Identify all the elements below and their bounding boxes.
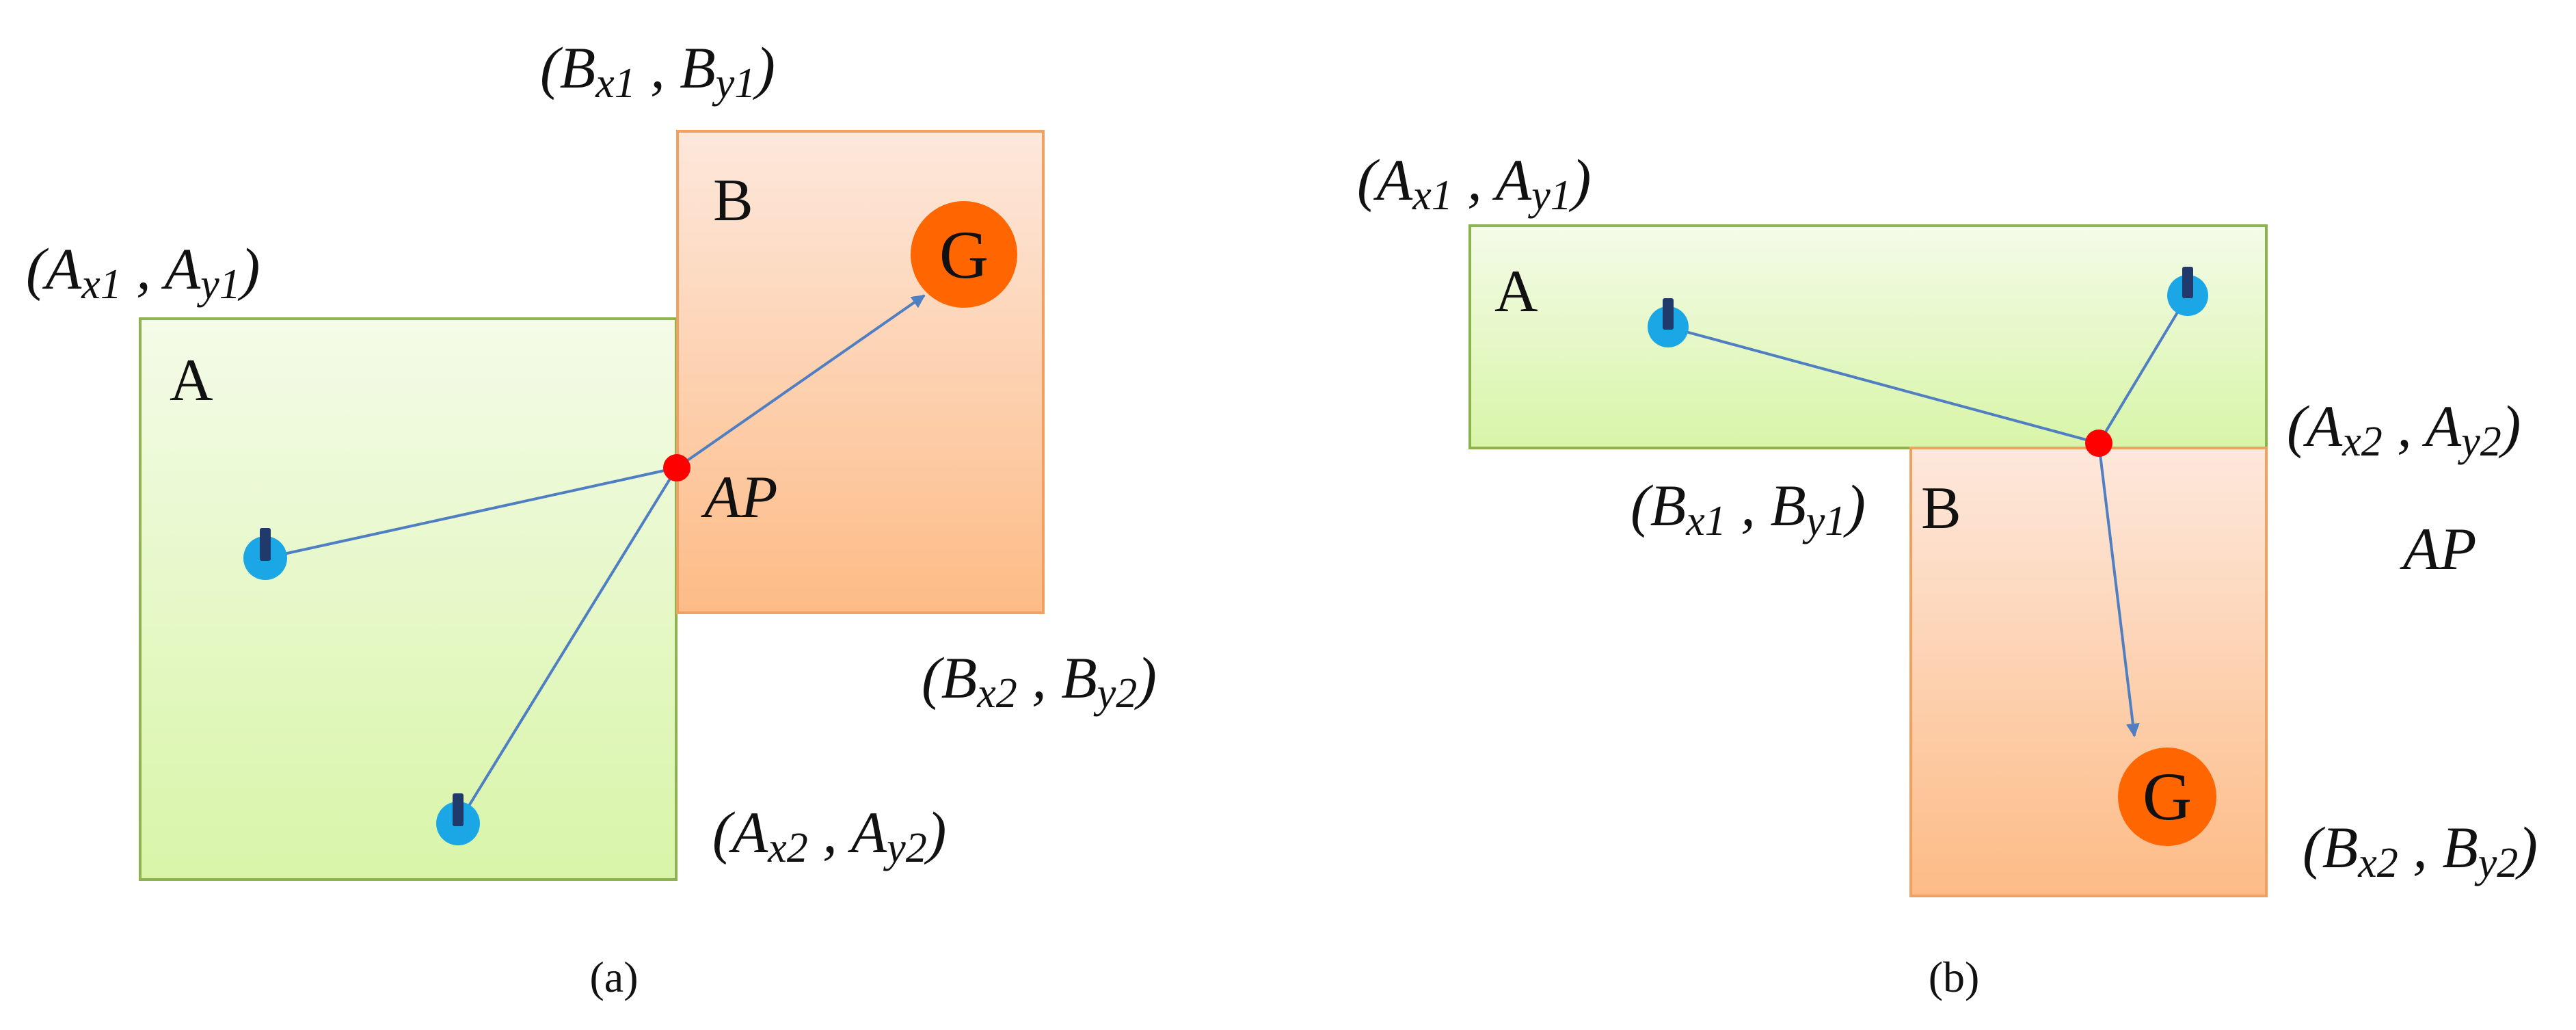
access-point-icon	[663, 454, 690, 481]
panel-caption: (a)	[589, 953, 638, 1001]
path-arrow	[2097, 443, 2140, 737]
robot-icon	[436, 793, 480, 845]
path-line	[265, 466, 677, 559]
access-point-label: AP	[2400, 516, 2477, 583]
area-a-letter: A	[1494, 259, 1538, 325]
area-a	[139, 317, 677, 881]
panel-b: A B AP G (Ax1 , Ay1) (Ax2 , Ay2) (Bx1 , …	[1357, 147, 2538, 1001]
robot-icon	[1648, 298, 1689, 347]
area-b-letter: B	[1921, 475, 1961, 542]
coord-label-a2: (Ax2 , Ay2)	[712, 800, 946, 871]
path-line	[457, 466, 678, 825]
goal-label: G	[2143, 758, 2192, 834]
coord-label-a1: (Ax1 , Ay1)	[1357, 147, 1591, 219]
coord-label-b1: (Bx1 , By1)	[540, 35, 775, 107]
robot-icon	[243, 528, 287, 580]
coord-label-b2: (Bx2 , By2)	[2303, 815, 2538, 886]
access-point-label: AP	[701, 464, 778, 531]
area-b	[1909, 447, 2268, 897]
path-line	[1667, 326, 2099, 445]
area-b-letter: B	[713, 168, 753, 234]
coord-label-a2: (Ax2 , Ay2)	[2287, 393, 2521, 465]
coord-label-b2: (Bx2 , By2)	[922, 645, 1157, 717]
coord-label-a1: (Ax1 , Ay1)	[26, 236, 260, 308]
goal-icon: G	[2118, 748, 2216, 846]
area-a-letter: A	[170, 347, 213, 414]
goal-icon: G	[911, 201, 1017, 308]
goal-label: G	[939, 217, 989, 293]
path-arrow	[675, 294, 926, 469]
path-line	[2097, 294, 2189, 445]
robot-icon	[2167, 267, 2208, 316]
access-point-icon	[2085, 430, 2112, 457]
panel-a: A B AP G (Ax1 , Ay1) (Bx1 , By1) (Bx2 , …	[26, 35, 1157, 1001]
coord-label-b1: (Bx1 , By1)	[1631, 473, 1866, 544]
area-a	[1468, 224, 2268, 449]
panel-caption: (b)	[1929, 953, 1980, 1001]
